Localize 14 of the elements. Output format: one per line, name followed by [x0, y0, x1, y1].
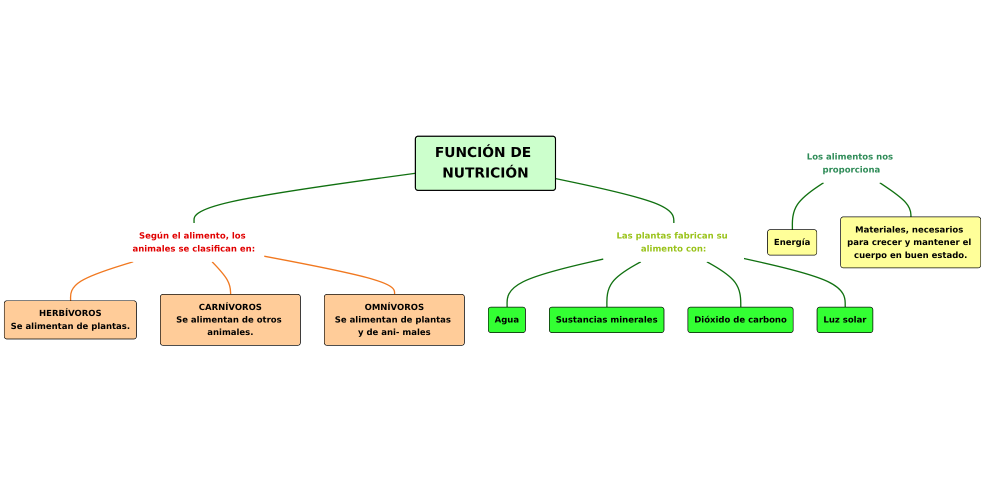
node-text: Según el alimento, los animales se clasifican en: — [132, 230, 256, 254]
connector — [264, 256, 396, 295]
node-text: Los alimentos nos proporciona — [806, 152, 894, 175]
connector — [556, 178, 675, 224]
connector — [506, 258, 604, 308]
connector — [744, 258, 846, 308]
connector — [879, 182, 912, 218]
connector — [792, 182, 824, 230]
connector — [193, 172, 416, 224]
connector — [70, 261, 134, 302]
connector — [706, 261, 742, 308]
connector — [606, 261, 642, 308]
connector — [212, 262, 232, 295]
node-text: Las plantas fabrican su alimento con: — [616, 230, 728, 254]
